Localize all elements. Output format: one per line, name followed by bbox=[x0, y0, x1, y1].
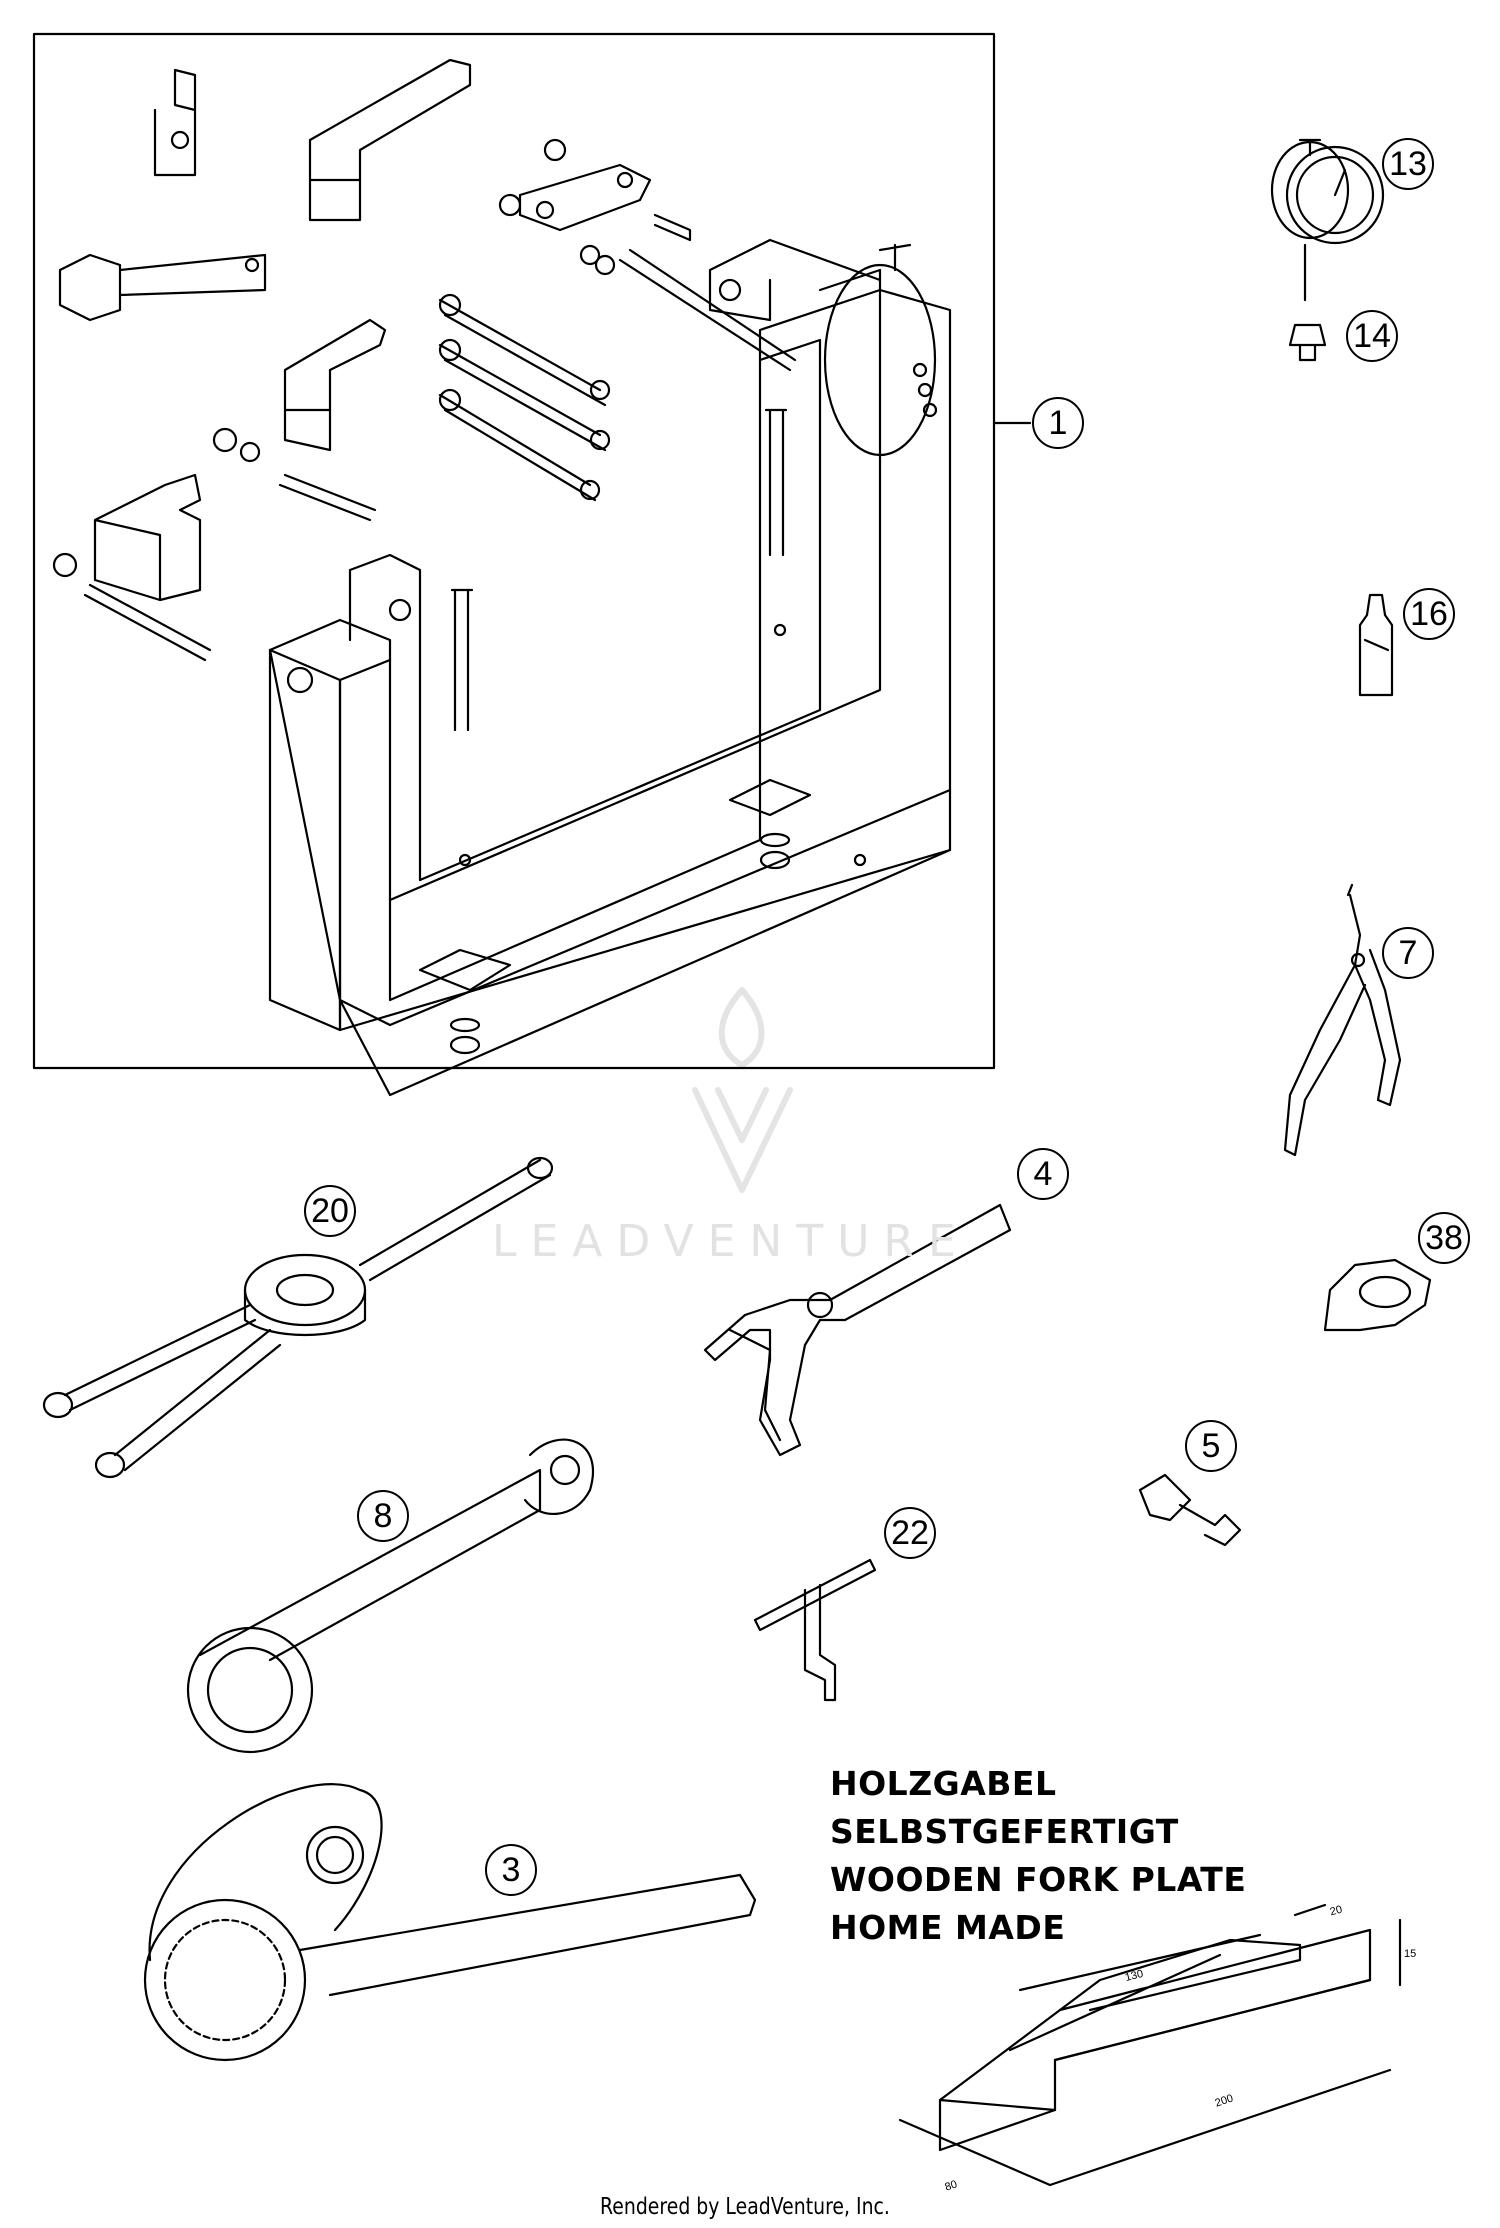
wooden-fork-plate-icon bbox=[898, 1903, 1402, 2187]
callout-3: 3 bbox=[485, 1844, 537, 1896]
hook-wrench-icon bbox=[703, 1203, 1012, 1457]
callout-20: 20 bbox=[304, 1185, 356, 1237]
stand-frame-box bbox=[32, 32, 996, 1070]
callout-16: 16 bbox=[1403, 588, 1455, 640]
bracket-parts bbox=[52, 58, 797, 662]
note-line-4: HOME MADE bbox=[830, 1908, 1066, 1947]
tool-22-icon bbox=[753, 1558, 877, 1702]
callout-1: 1 bbox=[1032, 397, 1084, 449]
dial-gauge-icon bbox=[1270, 138, 1385, 302]
watermark-logo-icon bbox=[692, 987, 793, 1193]
callout-22: 22 bbox=[884, 1507, 936, 1559]
stand-assembly bbox=[268, 238, 952, 1097]
puller-icon bbox=[42, 1156, 554, 1479]
callout-4: 4 bbox=[1017, 1148, 1069, 1200]
callout-5: 5 bbox=[1185, 1420, 1237, 1472]
gauge-adapter-icon bbox=[1288, 323, 1327, 362]
fork-plate-note: HOLZGABEL SELBSTGEFERTIGT WOODEN FORK PL… bbox=[830, 1760, 1246, 1952]
callout-38: 38 bbox=[1418, 1212, 1470, 1264]
note-line-2: SELBSTGEFERTIGT bbox=[830, 1812, 1179, 1851]
callout-14: 14 bbox=[1346, 310, 1398, 362]
note-line-3: WOODEN FORK PLATE bbox=[830, 1860, 1247, 1899]
note-line-1: HOLZGABEL bbox=[830, 1764, 1057, 1803]
tool-5-icon bbox=[1138, 1473, 1242, 1547]
bottle-icon bbox=[1358, 593, 1394, 697]
callout-7: 7 bbox=[1382, 927, 1434, 979]
dimension-15: 15 bbox=[1404, 1948, 1417, 1960]
callout-13: 13 bbox=[1382, 138, 1434, 190]
tool-38-icon bbox=[1323, 1258, 1432, 1332]
clutch-holder-icon bbox=[143, 1783, 757, 2062]
watermark-text: LEADVENTURE bbox=[492, 1216, 970, 1267]
ring-wrench-icon bbox=[186, 1438, 594, 1754]
pliers-icon bbox=[1283, 883, 1402, 1157]
credit-text: Rendered by LeadVenture, Inc. bbox=[600, 2194, 890, 2220]
callout-8: 8 bbox=[357, 1490, 409, 1542]
